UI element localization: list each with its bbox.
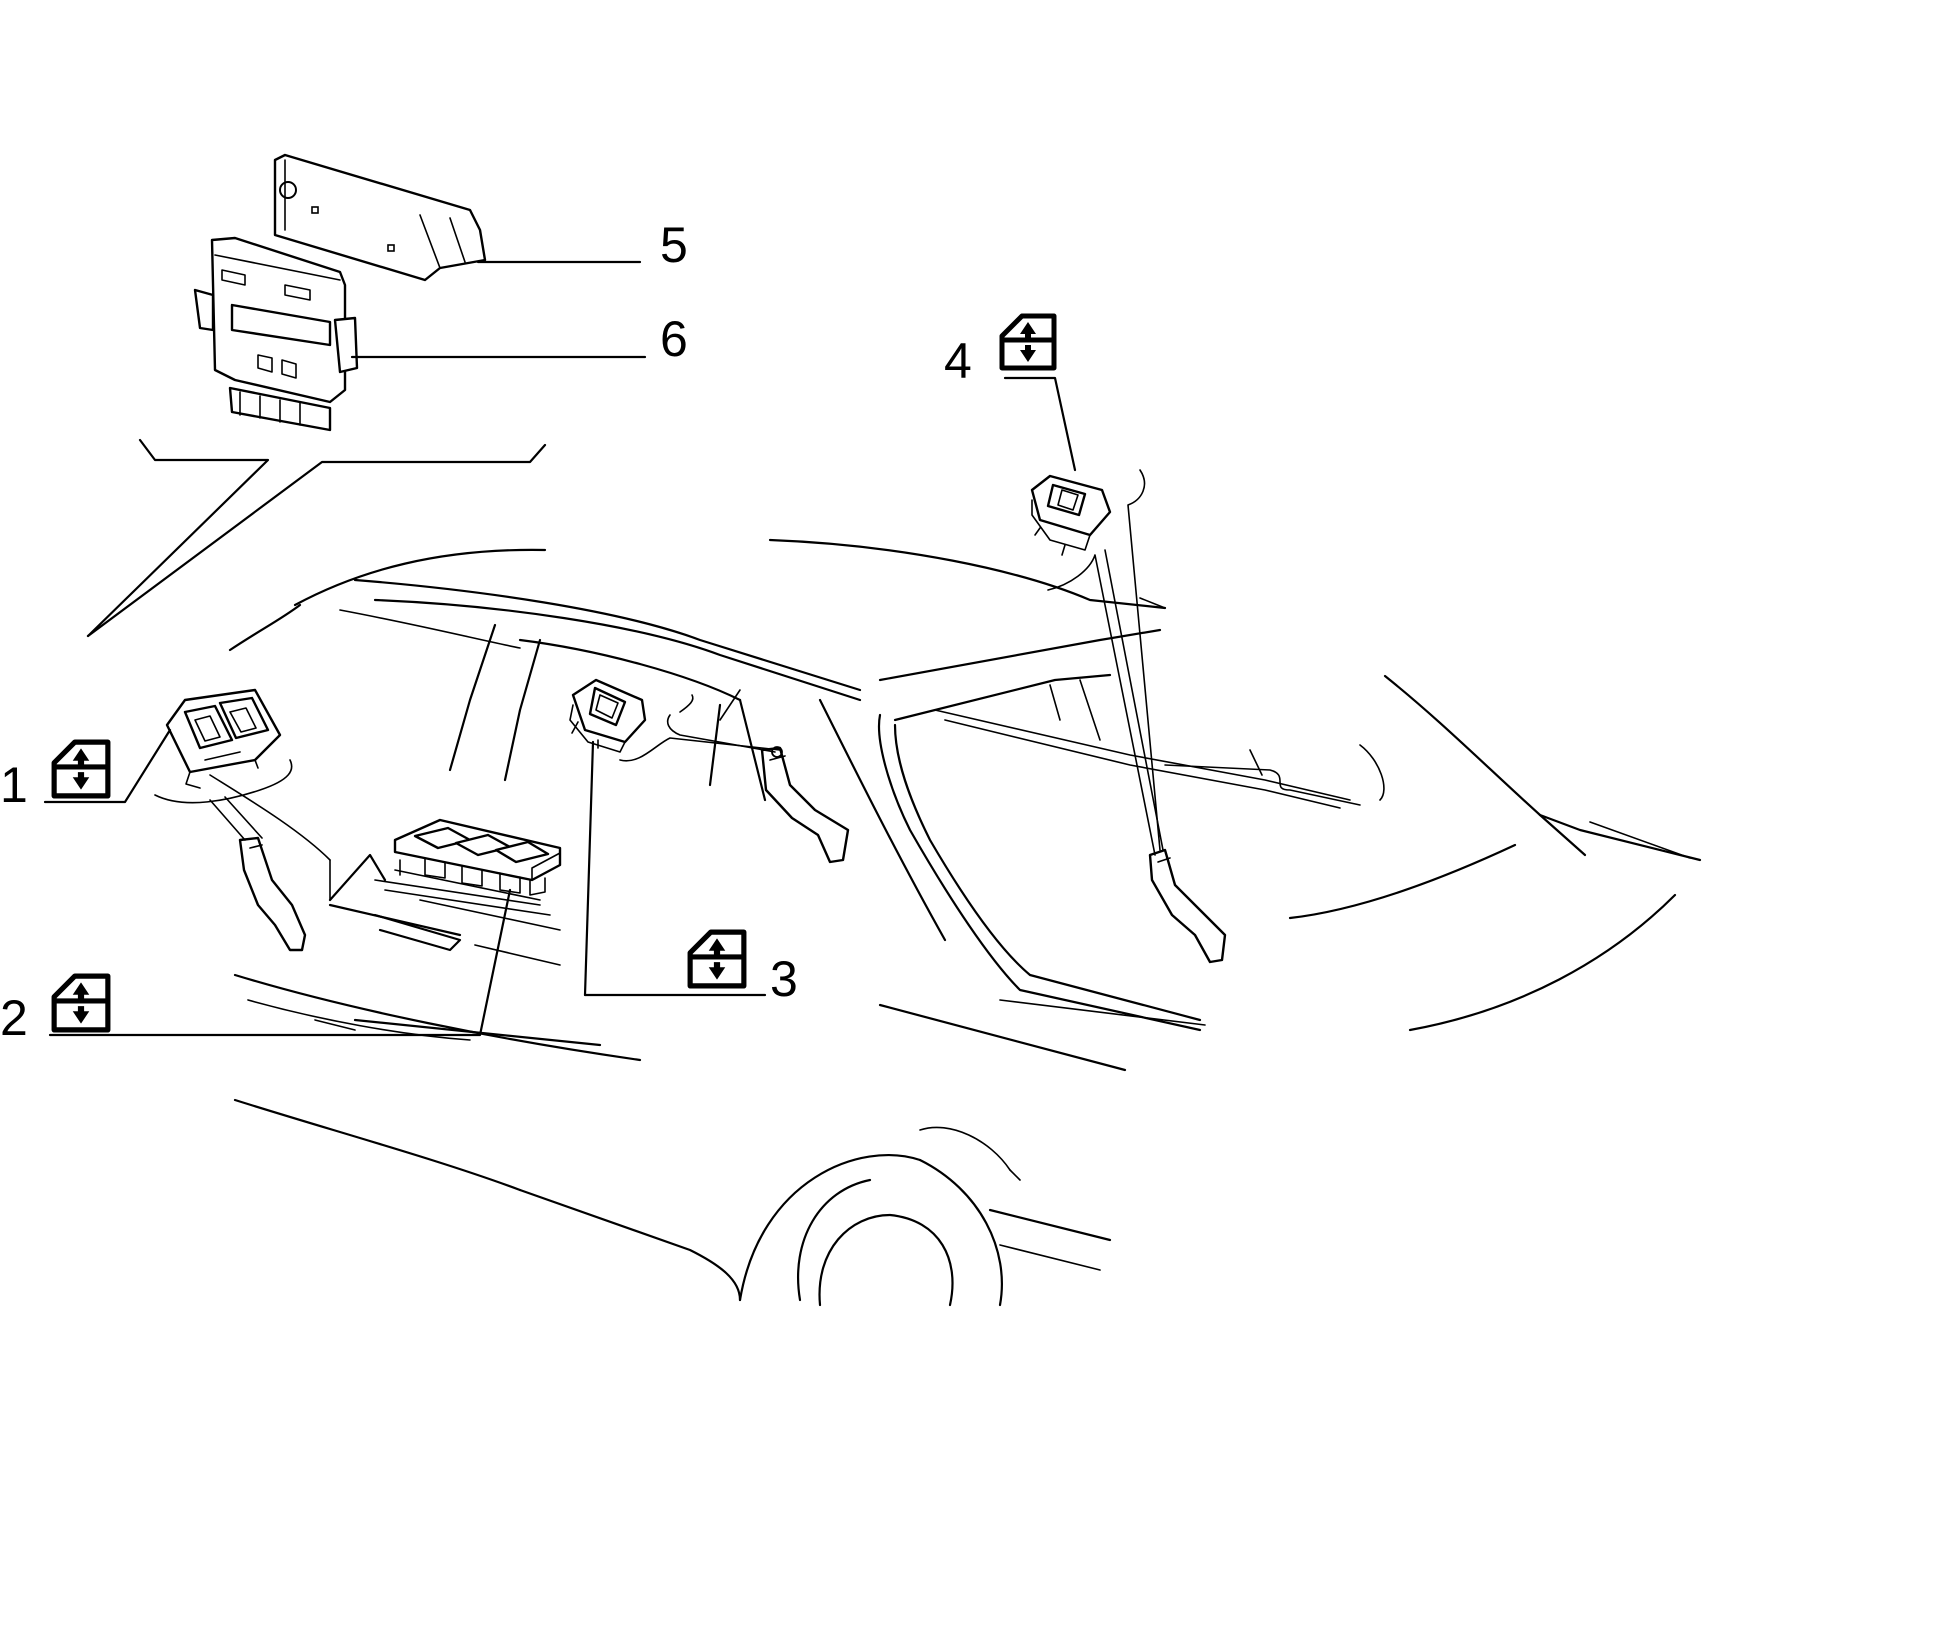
callout-1: 1 — [0, 757, 28, 813]
window-symbols — [54, 316, 1054, 1030]
switch-mount-clip-1 — [238, 836, 307, 952]
callout-4: 4 — [944, 333, 972, 389]
switch-mount-clip-4 — [1148, 848, 1227, 964]
callout-5: 5 — [660, 217, 688, 273]
power-window-icon — [1002, 316, 1054, 368]
single-window-switch-front — [569, 678, 647, 753]
rear-window-switch-panel — [165, 688, 282, 789]
leader-lines — [43, 260, 1077, 1037]
linkage-3 — [619, 694, 783, 762]
single-window-switch-rear — [1030, 474, 1112, 556]
callout-labels: 5 6 4 1 2 3 — [0, 217, 972, 1046]
linkage-4 — [1047, 469, 1164, 856]
window-control-unit — [193, 236, 359, 432]
control-unit-bracket — [273, 153, 487, 282]
power-window-icon — [690, 932, 744, 986]
power-window-icon — [54, 742, 108, 796]
front-window-switch-panel — [393, 818, 562, 901]
power-window-icon — [54, 976, 108, 1030]
switch-mount-clip-3 — [760, 746, 850, 864]
callout-6: 6 — [660, 311, 688, 367]
car-body-outline — [209, 538, 1702, 1307]
callout-3: 3 — [770, 951, 798, 1007]
linkage-1 — [154, 759, 293, 841]
assembly-group-bracket — [86, 438, 547, 638]
callout-2: 2 — [0, 990, 28, 1046]
